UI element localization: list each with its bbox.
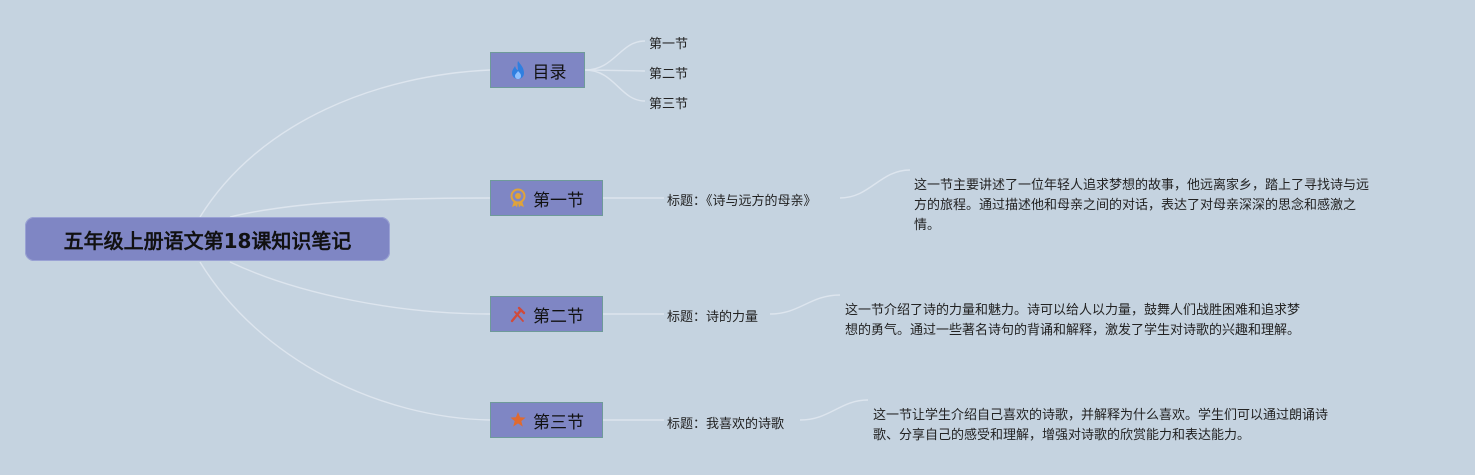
toc-item-1[interactable]: 第一节 <box>649 37 689 52</box>
link-root-toc <box>199 69 491 218</box>
section-3-description[interactable]: 这一节让学生介绍自己喜欢的诗歌，并解释为什么喜欢。学生们可以通过朗诵诗 歌、分享… <box>873 406 1393 446</box>
root-label: 五年级上册语文第18课知识笔记 <box>63 228 352 253</box>
link-sec3-desc <box>799 399 869 421</box>
link-root-sec2 <box>229 261 491 315</box>
toc-item-2[interactable]: 第二节 <box>649 67 689 82</box>
link-root-sec1 <box>229 197 491 218</box>
link-toc-item3 <box>584 69 646 102</box>
flame-icon <box>509 60 527 80</box>
section-1-description[interactable]: 这一节主要讲述了一位年轻人追求梦想的故事，他远离家乡，踏上了寻找诗与远 方的旅程… <box>914 176 1424 236</box>
link-sec2-desc <box>769 294 841 315</box>
section-2-desc-line-1: 这一节介绍了诗的力量和魅力。诗可以给人以力量，鼓舞人们战胜困难和追求梦 <box>845 303 1301 318</box>
section-1-title[interactable]: 标题：《诗与远方的母亲》 <box>667 194 817 209</box>
section-1-desc-line-1: 这一节主要讲述了一位年轻人追求梦想的故事，他远离家乡，踏上了寻找诗与远 <box>914 178 1370 193</box>
toc-item-3[interactable]: 第三节 <box>649 97 689 112</box>
section-2-description[interactable]: 这一节介绍了诗的力量和魅力。诗可以给人以力量，鼓舞人们战胜困难和追求梦 想的勇气… <box>845 301 1365 341</box>
tools-icon <box>509 304 527 324</box>
section-3-desc-line-2: 歌、分享自己的感受和理解，增强对诗歌的欣赏能力和表达能力。 <box>873 428 1251 443</box>
section-1-label: 第一节 <box>533 190 584 211</box>
star-icon <box>509 410 527 430</box>
section-1-desc-line-2: 方的旅程。通过描述他和母亲之间的对话，表达了对母亲深深的思念和感激之 <box>914 198 1357 213</box>
link-root-sec3 <box>199 261 491 421</box>
section-3-node[interactable]: 第三节 <box>490 402 603 438</box>
toc-node[interactable]: 目录 <box>490 52 585 88</box>
link-toc-item1 <box>584 40 646 71</box>
root-node[interactable]: 五年级上册语文第18课知识笔记 <box>25 217 390 261</box>
section-1-node[interactable]: 第一节 <box>490 180 603 216</box>
toc-label: 目录 <box>532 62 567 83</box>
link-toc-item2 <box>584 69 646 72</box>
section-2-node[interactable]: 第二节 <box>490 296 603 332</box>
section-3-label: 第三节 <box>533 412 584 433</box>
section-2-desc-line-2: 想的勇气。通过一些著名诗句的背诵和解释，激发了学生对诗歌的兴趣和理解。 <box>845 323 1301 338</box>
section-1-desc-line-3: 情。 <box>914 218 941 233</box>
section-3-desc-line-1: 这一节让学生介绍自己喜欢的诗歌，并解释为什么喜欢。学生们可以通过朗诵诗 <box>873 408 1329 423</box>
section-2-title[interactable]: 标题：诗的力量 <box>667 310 759 325</box>
award-icon <box>509 188 527 208</box>
link-sec1-desc <box>839 169 911 199</box>
section-3-title[interactable]: 标题：我喜欢的诗歌 <box>667 417 785 432</box>
section-2-label: 第二节 <box>533 306 584 327</box>
